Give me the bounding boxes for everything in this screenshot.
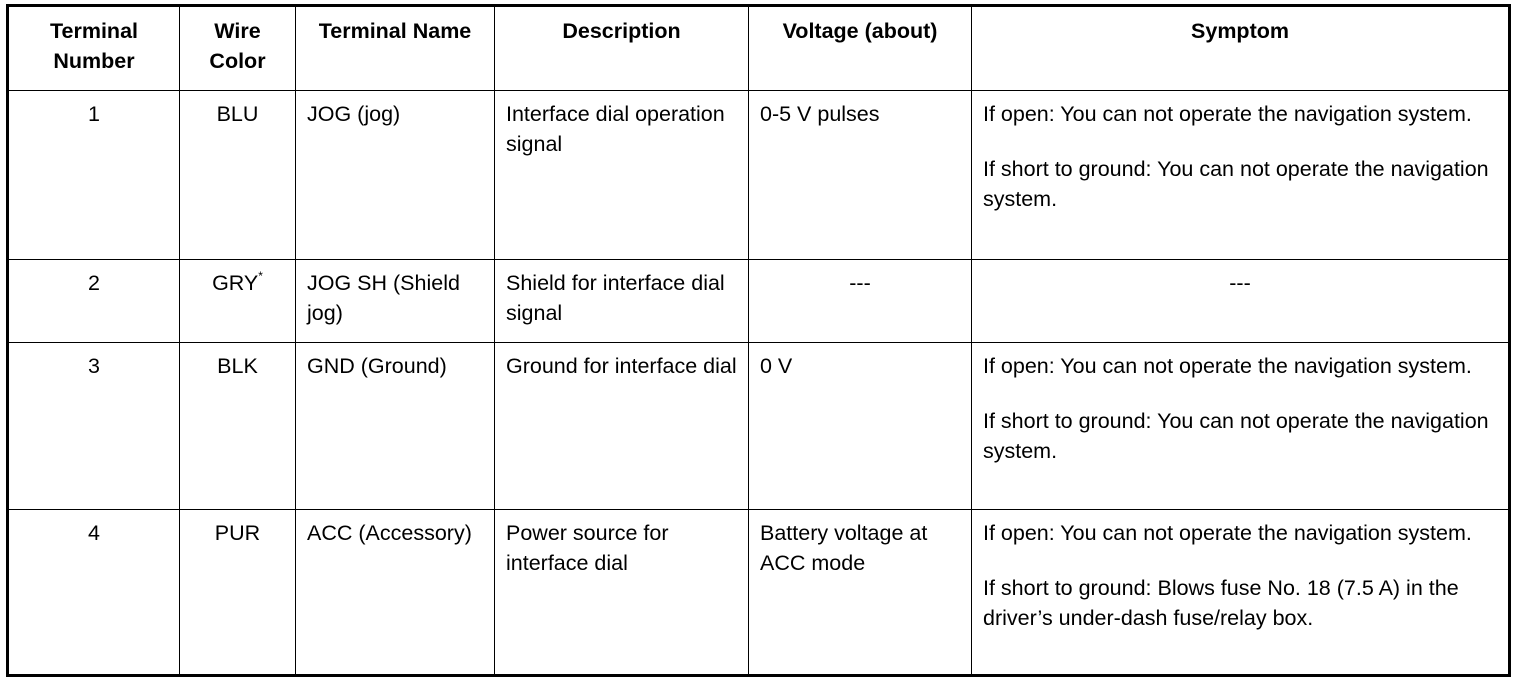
wire-color-cell: PUR [179, 509, 296, 676]
terminal-number-cell: 2 [7, 259, 180, 343]
symptom-short-text: If short to ground: You can not operate … [983, 409, 1489, 463]
symptom-open-text: If open: You can not operate the navigat… [983, 521, 1472, 545]
symptom-short-text: If short to ground: Blows fuse No. 18 (7… [983, 576, 1459, 630]
table-header-row: Terminal Number Wire Color Terminal Name… [7, 5, 1510, 91]
wire-color-text: BLK [217, 354, 258, 378]
symptom-cell: --- [971, 259, 1510, 343]
description-cell: Power source for interface dial [494, 509, 749, 676]
table-row: 2 GRY* JOG SH (Shield jog) Shield for in… [7, 259, 1510, 343]
header-symptom: Symptom [971, 5, 1510, 91]
wire-color-text: GRY [212, 271, 259, 295]
wire-color-cell: BLU [179, 90, 296, 260]
symptom-short-text: If short to ground: You can not operate … [983, 157, 1489, 211]
symptom-cell: If open: You can not operate the navigat… [971, 90, 1510, 260]
symptom-cell: If open: You can not operate the navigat… [971, 509, 1510, 676]
header-wire-color: Wire Color [179, 5, 296, 91]
terminal-table: Terminal Number Wire Color Terminal Name… [6, 4, 1511, 677]
voltage-cell: --- [748, 259, 972, 343]
table-row: 4 PUR ACC (Accessory) Power source for i… [7, 509, 1510, 676]
wire-color-cell: BLK [179, 342, 296, 510]
header-terminal-number: Terminal Number [7, 5, 180, 91]
wire-color-text: PUR [214, 521, 261, 545]
footnote-asterisk: * [258, 268, 263, 283]
header-description: Description [494, 5, 749, 91]
terminal-table-page: Terminal Number Wire Color Terminal Name… [6, 4, 1511, 677]
voltage-cell: 0 V [748, 342, 972, 510]
table-row: 1 BLU JOG (jog) Interface dial operation… [7, 90, 1510, 260]
wire-color-cell: GRY* [179, 259, 296, 343]
terminal-number-cell: 1 [7, 90, 180, 260]
symptom-open-text: If open: You can not operate the navigat… [983, 102, 1472, 126]
terminal-number-cell: 3 [7, 342, 180, 510]
voltage-cell: Battery voltage at ACC mode [748, 509, 972, 676]
voltage-cell: 0-5 V pulses [748, 90, 972, 260]
terminal-number-cell: 4 [7, 509, 180, 676]
symptom-cell: If open: You can not operate the navigat… [971, 342, 1510, 510]
symptom-open-text: --- [1229, 271, 1251, 295]
description-cell: Interface dial operation signal [494, 90, 749, 260]
description-cell: Shield for interface dial signal [494, 259, 749, 343]
terminal-name-cell: JOG SH (Shield jog) [295, 259, 495, 343]
description-cell: Ground for interface dial [494, 342, 749, 510]
header-terminal-name: Terminal Name [295, 5, 495, 91]
header-voltage: Voltage (about) [748, 5, 972, 91]
terminal-name-cell: GND (Ground) [295, 342, 495, 510]
terminal-name-cell: ACC (Accessory) [295, 509, 495, 676]
table-row: 3 BLK GND (Ground) Ground for interface … [7, 342, 1510, 510]
terminal-name-cell: JOG (jog) [295, 90, 495, 260]
symptom-open-text: If open: You can not operate the navigat… [983, 354, 1472, 378]
wire-color-text: BLU [216, 102, 259, 126]
